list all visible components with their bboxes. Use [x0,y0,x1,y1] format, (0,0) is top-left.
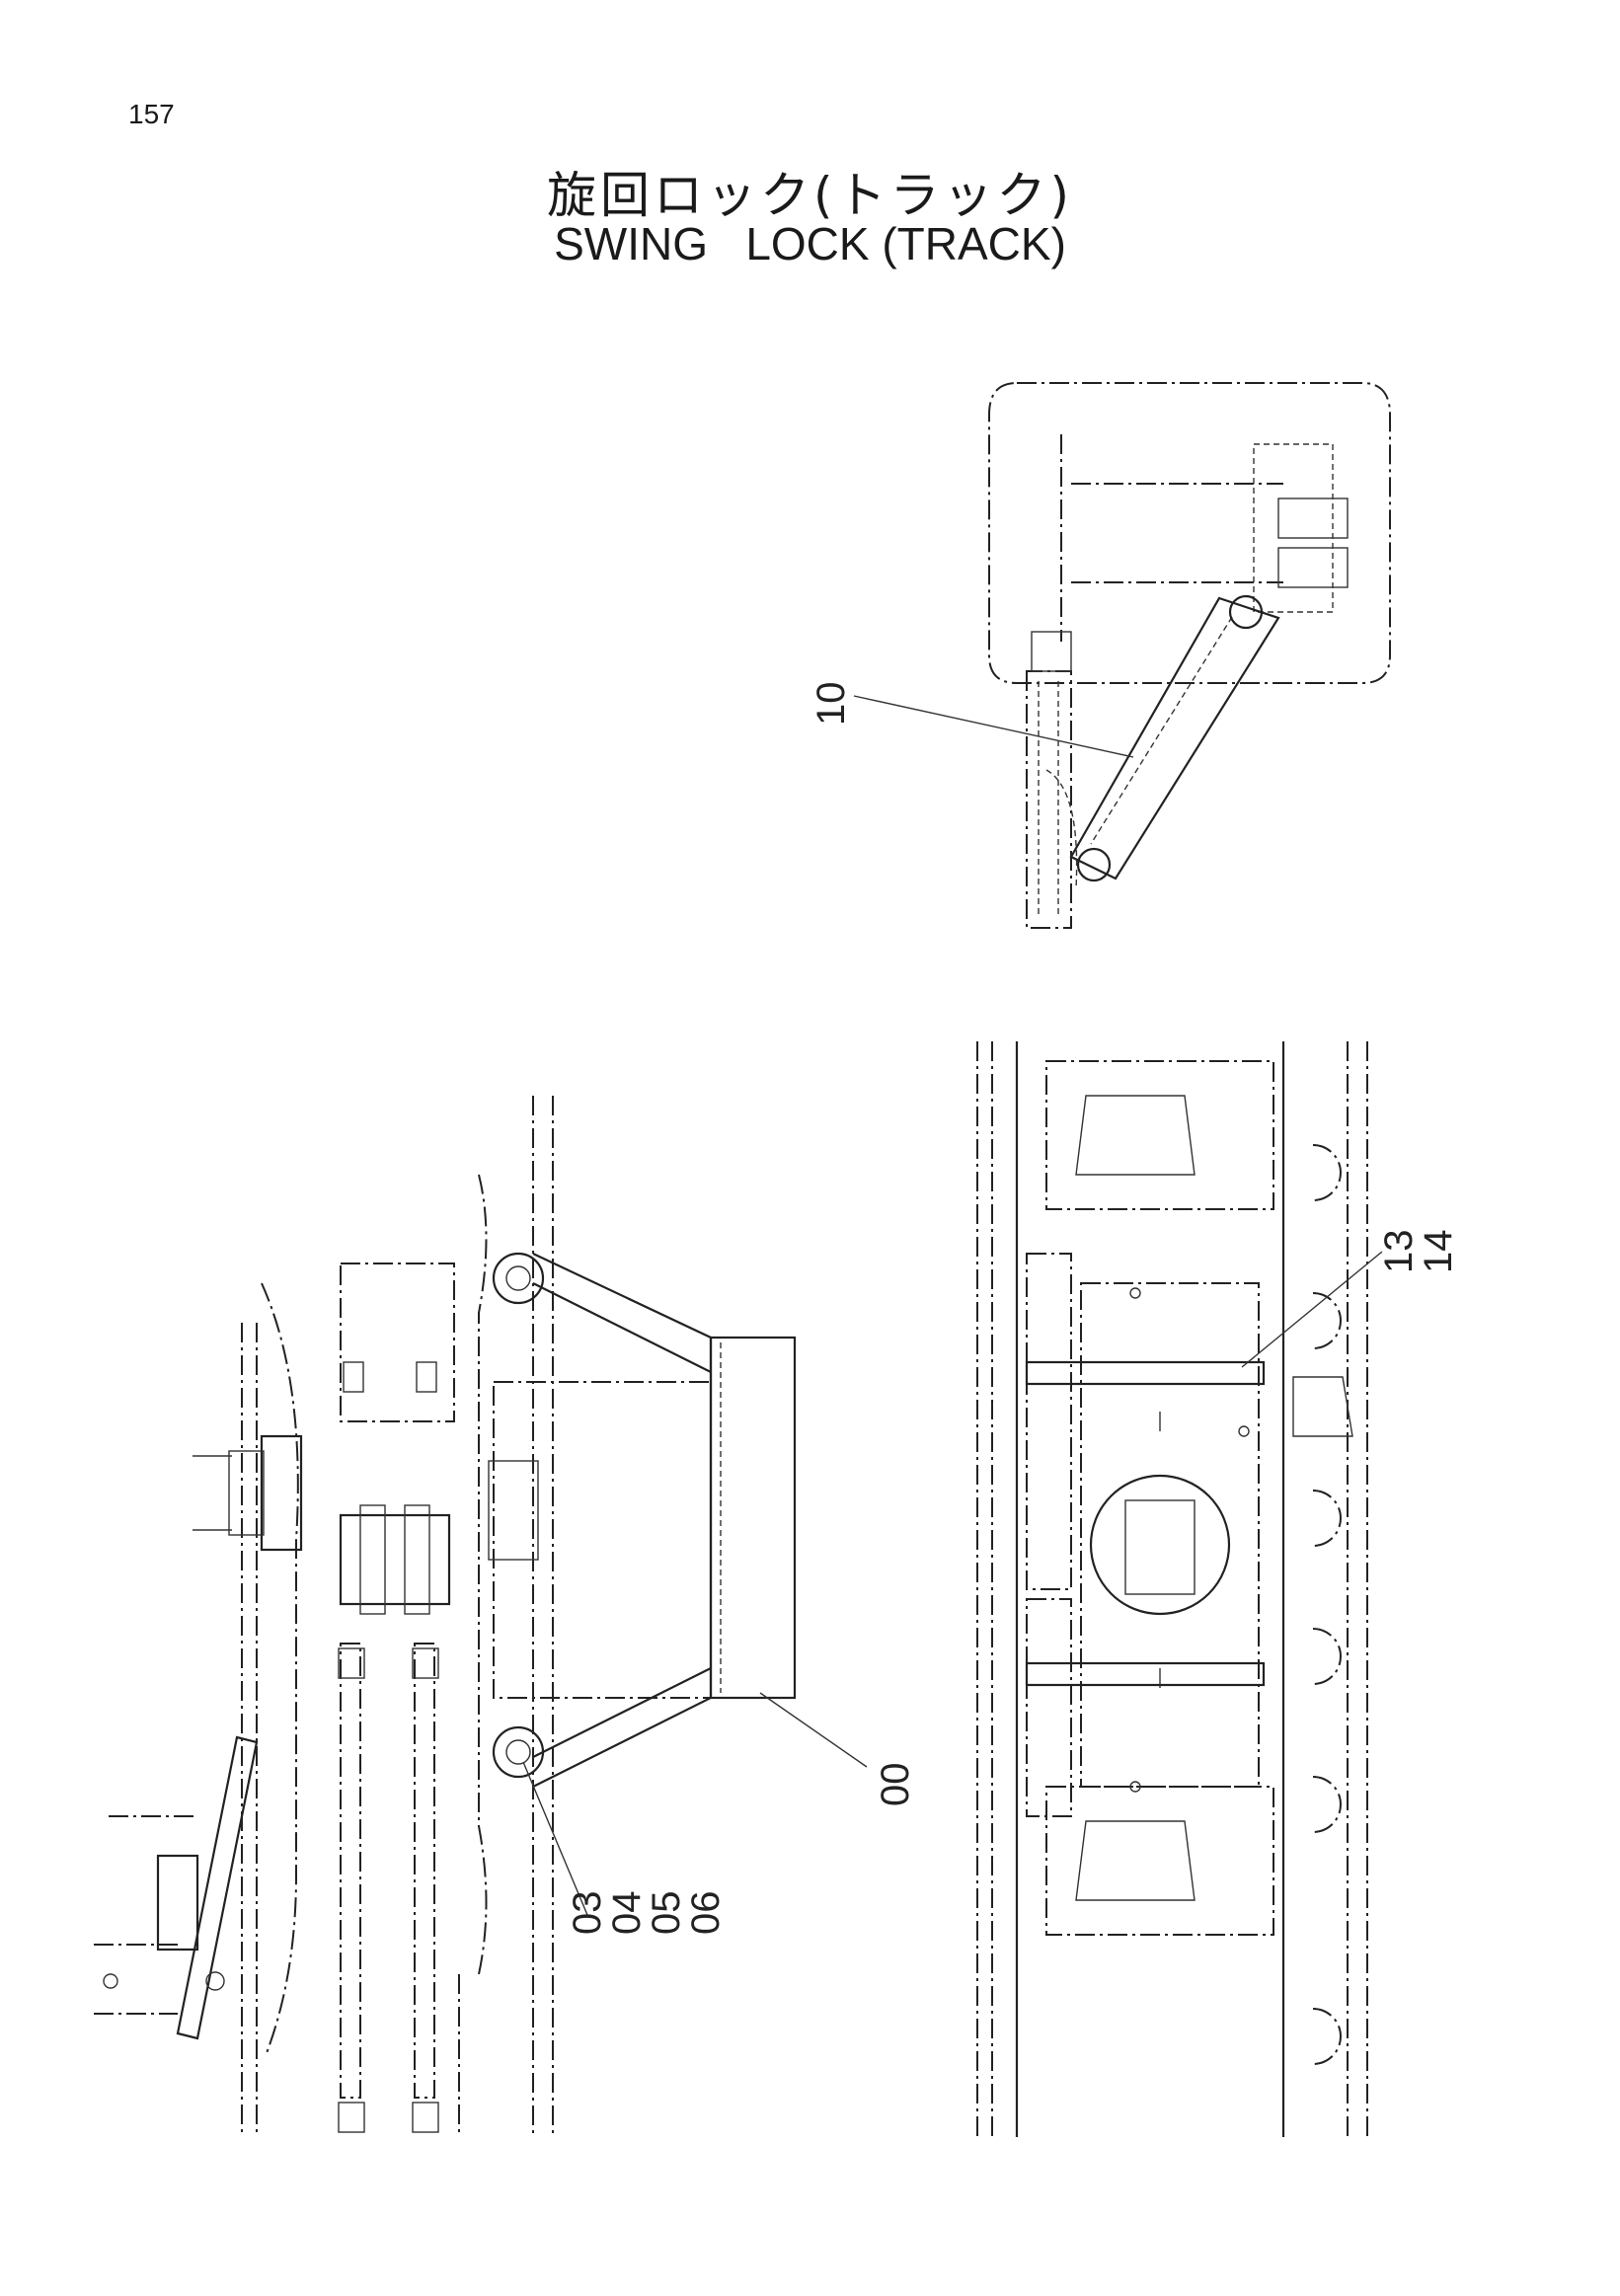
frame-boss-upper [1075,1095,1196,1176]
top-view-collar-2 [1277,547,1349,588]
bracket-arm [532,1253,713,1788]
frame-cell-upper [1045,1060,1274,1210]
roller-icon [1312,2008,1342,2065]
callout-03: 03 [566,1891,609,1936]
center-roller-flange-2 [404,1504,430,1615]
side-stub-upper [340,1263,455,1422]
side-long-bar-1 [340,1643,361,2099]
side-pad-icon [338,2102,365,2133]
callout-06: 06 [684,1891,728,1936]
side-tube-lower [1026,1598,1072,1817]
center-plate [1080,1282,1260,1788]
side-view-assembly [94,1263,460,2137]
bracket-outer-curve [478,1174,488,1975]
roller-icon [1312,1490,1342,1547]
swing-lock-link [1069,596,1280,880]
swing-lock-link-hidden [1090,616,1233,845]
top-view-curve [1045,769,1078,889]
lock-bar-lower [1025,1661,1266,1687]
side-pad-icon [412,2102,439,2133]
leader-10 [853,695,1134,758]
callout-13: 13 [1377,1230,1421,1274]
pivot-pin-lower-icon [492,1725,545,1779]
side-tube-upper [1026,1253,1072,1590]
top-view-clamp [1031,631,1072,672]
side-long-bar-2 [414,1643,435,2099]
side-pad-icon [416,1361,437,1393]
bracket-plate [709,1336,797,1700]
roller-icon [1312,1776,1342,1833]
roller-icon [1312,1628,1342,1685]
center-roller [339,1513,451,1606]
page-number: 157 [128,99,175,129]
fastener-icon [103,1973,118,1989]
side-pad-icon [338,1647,365,1679]
side-pad-icon [412,1647,439,1679]
link-pin-top-icon [1228,594,1264,630]
title-japanese: 旋回ロック(トラック) [546,167,1073,224]
roller-icon [1312,1144,1342,1201]
bolt-hole-icon [1129,1781,1141,1793]
link-pin-bottom-icon [1076,847,1112,882]
bracket-arm-inner [532,1282,712,1758]
top-view-hub [1253,443,1334,613]
frame-boss-lower [1075,1820,1196,1901]
top-view-collar-1 [1277,497,1349,539]
leader-13-14 [1241,1251,1383,1368]
top-view-tube [1026,670,1072,929]
center-roller-flange-1 [359,1504,386,1615]
leader-03-06 [522,1761,588,1916]
bolt-plate [1292,1376,1353,1437]
pivot-pin-upper-icon [492,1252,545,1305]
track-rollers [1312,1144,1342,2065]
bracket-base [493,1381,712,1699]
lock-bar-upper [1025,1360,1266,1386]
handle-grip [156,1854,199,1952]
lock-lever-cap [228,1450,265,1536]
swing-bearing-core [1124,1499,1196,1595]
track-frame-assembly: 13 14 [976,1041,1460,2137]
lock-lever-body [260,1434,303,1552]
callout-10: 10 [810,682,853,727]
bolt-hole-icon [1238,1425,1250,1437]
bolt-hole-icon [1129,1287,1141,1299]
callout-04: 04 [605,1891,649,1936]
lock-handle [176,1735,259,2040]
callout-14: 14 [1417,1230,1460,1274]
top-view-assembly: 10 [810,382,1391,929]
callout-05: 05 [645,1891,688,1936]
fastener-icon [205,1971,225,1991]
swing-bearing-icon [1089,1474,1231,1616]
roller-icon [1312,1292,1342,1349]
callout-00: 00 [874,1763,917,1807]
side-outer-curve [261,1282,299,2054]
mount-block [488,1460,539,1561]
bracket-assembly: 00 03 04 05 06 [478,1096,917,2137]
frame-cell-lower [1045,1786,1274,1936]
leader-00 [759,1692,868,1768]
pivot-pin-upper-core-icon [505,1265,531,1291]
side-pad-icon [343,1361,364,1393]
top-view-frame [988,382,1391,684]
title-english: SWING LOCK (TRACK) [554,218,1066,269]
pivot-pin-lower-core-icon [505,1739,531,1765]
